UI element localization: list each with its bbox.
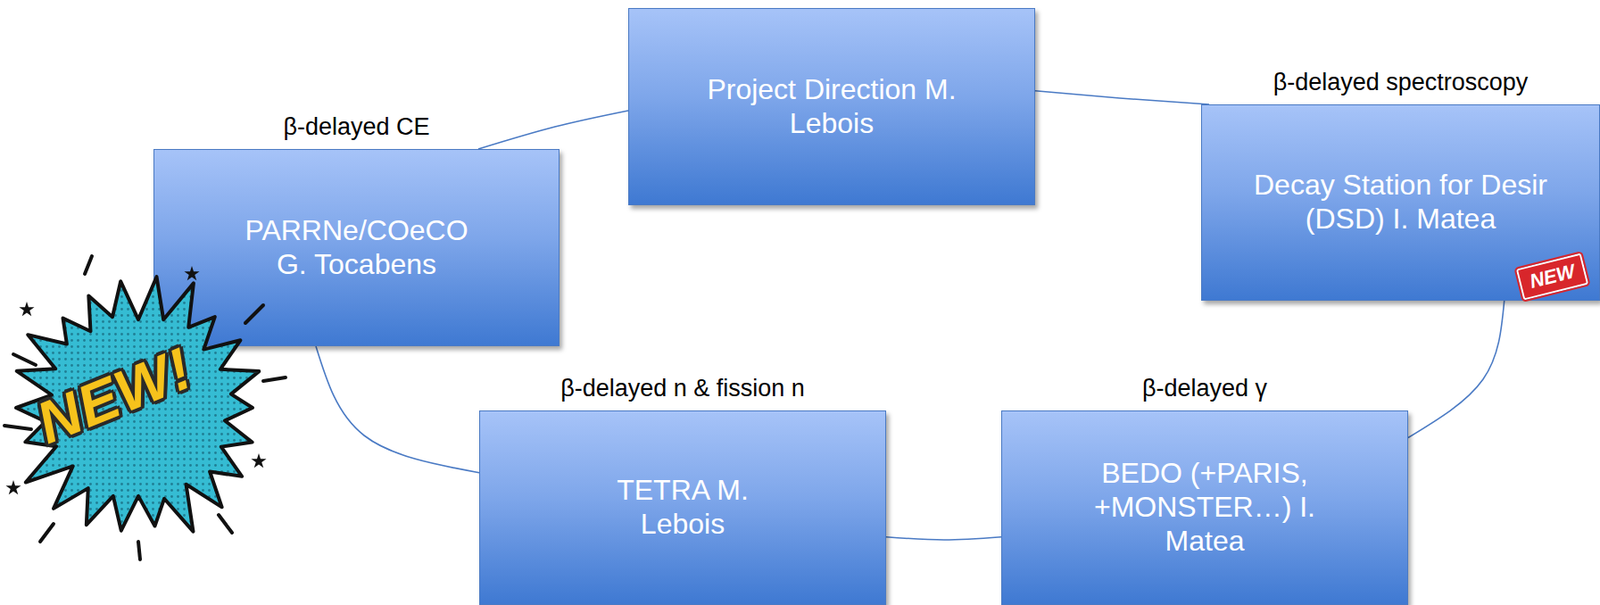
box-label: PARRNe/COeCO G. Tocabens: [229, 214, 484, 282]
process-box: β-delayed CEPARRNe/COeCO G. Tocabens: [153, 149, 560, 347]
burst-ray: [263, 377, 286, 382]
box-label: Project Direction M. Lebois: [697, 73, 966, 141]
burst-star: [18, 301, 34, 316]
box-label: TETRA M. Lebois: [616, 473, 749, 542]
burst-ray: [138, 541, 141, 560]
new-burst-text: NEW!: [26, 333, 201, 457]
box-label: BEDO (+PARIS, +MONSTER…) I. Matea: [1087, 456, 1322, 558]
connector-line: [886, 537, 1002, 540]
process-box: β-delayed n & fission nTETRA M. Lebois: [479, 410, 887, 605]
burst-ray: [218, 514, 233, 533]
box-heading: β-delayed γ: [966, 374, 1443, 403]
burst-ray: [13, 354, 36, 365]
connector-line: [1035, 91, 1210, 105]
box-label: Decay Station for Desir (DSD) I. Matea: [1231, 168, 1571, 237]
process-box: β-delayed γBEDO (+PARIS, +MONSTER…) I. M…: [1001, 410, 1409, 605]
burst-ray: [40, 523, 54, 542]
burst-star: [250, 453, 266, 468]
process-box: Project Direction M. Lebois: [628, 8, 1036, 206]
burst-ray: [84, 256, 92, 274]
box-heading: β-delayed CE: [118, 113, 595, 141]
connector-line: [478, 110, 629, 150]
box-heading: β-delayed spectroscopy: [1166, 68, 1600, 97]
box-heading: β-delayed n & fission n: [444, 374, 921, 403]
burst-ray: [4, 425, 32, 430]
connector-line: [1408, 300, 1505, 439]
burst-star: [5, 480, 21, 495]
connector-line: [315, 346, 480, 473]
